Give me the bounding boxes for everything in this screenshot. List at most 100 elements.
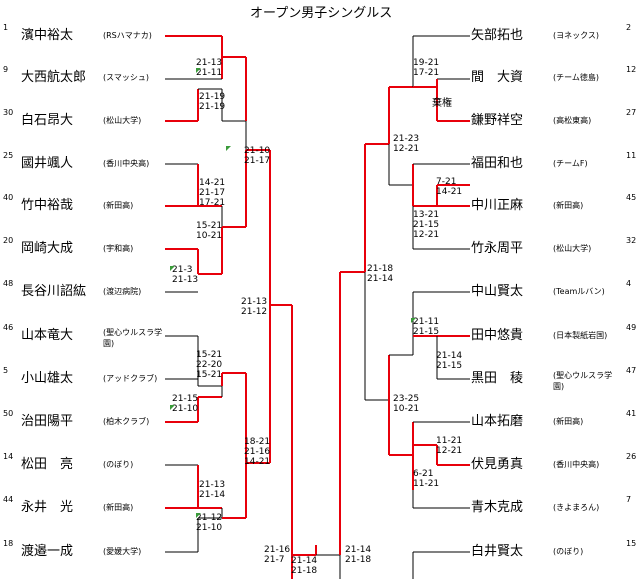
match-score: 21-12 21-10 — [196, 513, 223, 533]
right-seed: 27 — [626, 108, 637, 117]
right-player-name: 間 大資 — [471, 70, 524, 85]
right-player-affiliation: (香川中央高) — [553, 460, 600, 469]
left-player-affiliation: (渡辺病院) — [103, 287, 142, 296]
right-player-affiliation: (きよまろん) — [553, 503, 600, 512]
right-player-name: 鎌野祥空 — [471, 113, 524, 128]
match-score: 23-25 10-21 — [393, 394, 420, 414]
right-player-name: 青木克成 — [471, 500, 524, 515]
left-seed: 30 — [3, 108, 14, 117]
left-player-affiliation: (松山大学) — [103, 116, 142, 125]
right-seed: 41 — [626, 409, 637, 418]
left-seed: 18 — [3, 539, 14, 548]
flag-marker — [170, 405, 175, 410]
right-player-name: 田中悠貴 — [471, 328, 524, 343]
right-player-affiliation: (松山大学) — [553, 244, 592, 253]
match-score: 21-13 21-14 — [199, 480, 226, 500]
flag-marker — [226, 146, 231, 151]
match-score: 15-21 22-20 15-21 — [196, 350, 223, 380]
left-player-affiliation: (愛媛大学) — [103, 547, 142, 556]
left-player-name: 山本竜大 — [21, 328, 74, 343]
match-score: 21-18 21-14 — [367, 264, 394, 284]
right-player-name: 白井賢太 — [471, 544, 524, 559]
right-player-name: 竹永周平 — [471, 241, 524, 256]
match-score: 19-21 17-21 — [413, 58, 440, 78]
left-player-affiliation: (スマッシュ) — [103, 73, 150, 82]
left-seed: 50 — [3, 409, 14, 418]
right-player-name: 山本拓磨 — [471, 414, 524, 429]
right-seed: 26 — [626, 452, 637, 461]
left-seed: 48 — [3, 279, 14, 288]
right-player-affiliation: (チーム徳島) — [553, 73, 600, 82]
left-player-name: 竹中裕哉 — [21, 198, 74, 213]
left-player-name: 小山雄太 — [21, 371, 74, 386]
flag-marker — [196, 68, 201, 73]
left-player-name: 白石昂大 — [21, 113, 74, 128]
right-seed: 47 — [626, 366, 637, 375]
left-player-affiliation: (新田高) — [103, 201, 134, 210]
right-seed: 7 — [626, 495, 632, 504]
right-player-name: 中川正麻 — [471, 198, 524, 213]
flag-marker — [170, 266, 175, 271]
right-player-name: 伏見勇真 — [471, 457, 524, 472]
right-player-affiliation: (Teamルバン) — [553, 287, 605, 296]
right-player-name: 中山賢太 — [471, 284, 524, 299]
match-score: 21-3 21-13 — [172, 265, 199, 285]
right-seed: 49 — [626, 323, 637, 332]
left-seed: 5 — [3, 366, 9, 375]
match-score: 21-10 21-17 — [244, 146, 271, 166]
match-score: 21-15 21-10 — [172, 394, 199, 414]
right-player-affiliation: (聖心ウルスラ学園) — [553, 371, 613, 391]
match-score: 21-11 21-15 — [413, 317, 440, 337]
left-player-name: 國井颯人 — [21, 156, 74, 171]
right-player-affiliation: (チームF) — [553, 159, 588, 168]
left-player-name: 渡邉一成 — [21, 544, 74, 559]
right-seed: 45 — [626, 193, 637, 202]
match-score: 15-21 10-21 — [196, 221, 223, 241]
right-seed: 15 — [626, 539, 637, 548]
left-player-name: 大西航太郎 — [21, 70, 87, 85]
match-score: 21-16 21-7 — [264, 545, 291, 565]
match-score: 21-14 21-18 — [345, 545, 372, 565]
right-seed: 4 — [626, 279, 632, 288]
left-seed: 14 — [3, 452, 14, 461]
match-score: 21-14 21-15 — [436, 351, 463, 371]
match-score: 21-14 21-18 — [291, 556, 318, 576]
match-score: 18-21 21-16 14-21 — [244, 437, 271, 467]
right-seed: 32 — [626, 236, 637, 245]
left-seed: 44 — [3, 495, 14, 504]
left-seed: 25 — [3, 151, 14, 160]
left-player-name: 治田陽平 — [21, 414, 74, 429]
match-score: 21-19 21-19 — [199, 92, 226, 112]
right-player-affiliation: (のぼり) — [553, 547, 584, 556]
right-seed: 2 — [626, 23, 632, 32]
left-player-affiliation: (アッドクラブ) — [103, 374, 158, 383]
match-score: 7-21 14-21 — [436, 177, 463, 197]
match-score: 21-23 12-21 — [393, 134, 420, 154]
flag-marker — [411, 318, 416, 323]
match-score: 6-21 11-21 — [413, 469, 440, 489]
left-player-affiliation: (香川中央高) — [103, 159, 150, 168]
left-player-affiliation: (聖心ウルスラ学園) — [103, 328, 163, 348]
right-player-name: 矢部拓也 — [471, 28, 524, 43]
left-seed: 9 — [3, 65, 9, 74]
left-seed: 46 — [3, 323, 14, 332]
right-player-affiliation: (日本製紙岩国) — [553, 331, 608, 340]
match-score: 21-13 21-12 — [241, 297, 268, 317]
left-player-name: 松田 亮 — [21, 457, 74, 472]
match-score: 棄権 — [432, 98, 452, 109]
page-title: オープン男子シングルス — [250, 6, 393, 21]
left-player-affiliation: (柏木クラブ) — [103, 417, 150, 426]
right-seed: 11 — [626, 151, 637, 160]
left-player-affiliation: (新田高) — [103, 503, 134, 512]
left-seed: 40 — [3, 193, 14, 202]
match-score: 21-13 21-11 — [196, 58, 223, 78]
right-player-affiliation: (新田高) — [553, 201, 584, 210]
left-seed: 1 — [3, 23, 9, 32]
right-player-affiliation: (高松東高) — [553, 116, 592, 125]
left-player-affiliation: (宇和高) — [103, 244, 134, 253]
left-player-affiliation: (RSハマナカ) — [103, 31, 152, 40]
right-seed: 12 — [626, 65, 637, 74]
left-seed: 20 — [3, 236, 14, 245]
right-player-affiliation: (ヨネックス) — [553, 31, 600, 40]
